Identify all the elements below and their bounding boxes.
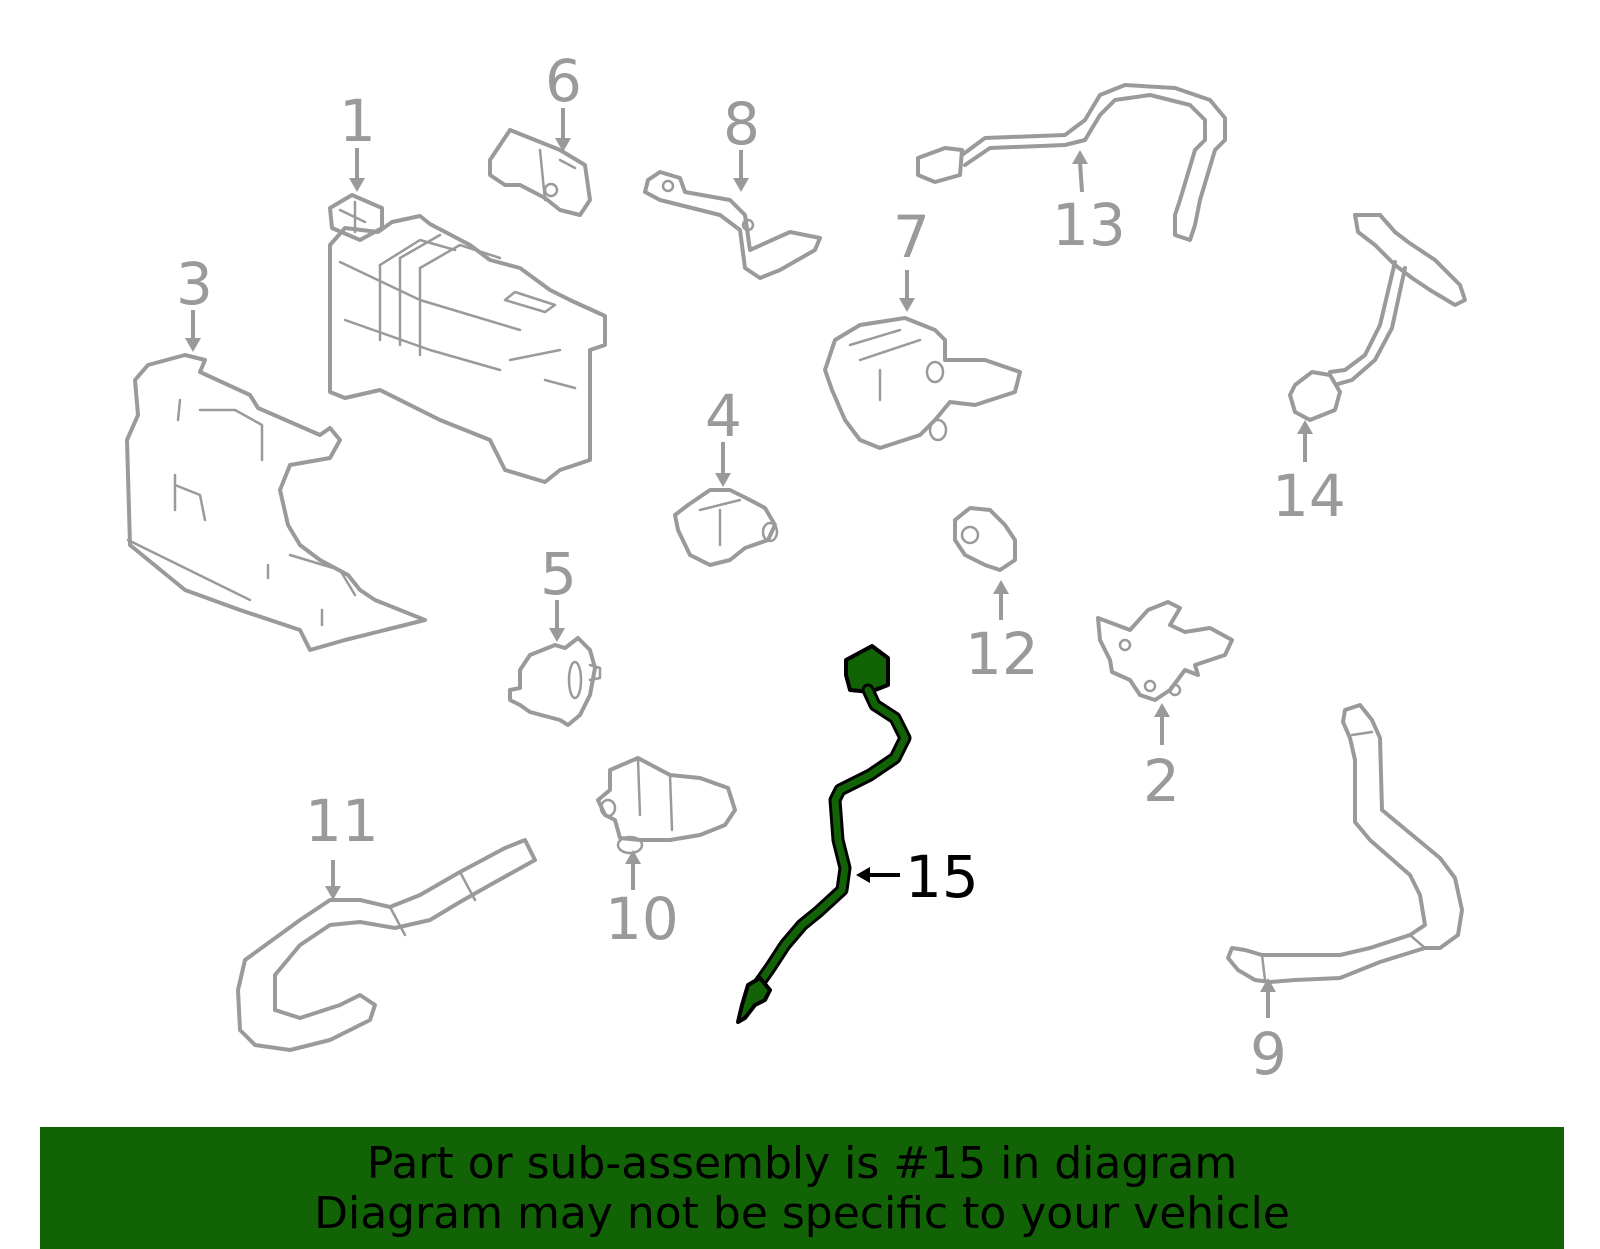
callout-label-9: 9 — [1250, 1020, 1287, 1088]
part-6-sensor[interactable] — [488, 128, 592, 217]
callout-label-7: 7 — [893, 203, 930, 271]
banner-line-part-number: Part or sub-assembly is #15 in diagram — [366, 1138, 1238, 1189]
callout-label-14: 14 — [1272, 462, 1346, 530]
callout-label-2: 2 — [1143, 747, 1180, 815]
info-banner: Part or sub-assembly is #15 in diagram D… — [40, 1127, 1564, 1249]
callout-label-15-highlighted: 15 — [905, 843, 979, 911]
callout-label-12: 12 — [965, 620, 1039, 688]
part-5-sensor[interactable] — [508, 636, 602, 727]
part-13-oxygen-sensor[interactable] — [916, 83, 1227, 242]
part-7-solenoid[interactable] — [823, 316, 1022, 450]
callout-label-4: 4 — [705, 382, 742, 450]
callout-label-6: 6 — [545, 47, 582, 115]
callout-label-11: 11 — [305, 787, 379, 855]
part-4-valve[interactable] — [673, 488, 779, 567]
part-15-oxygen-sensor-highlighted[interactable] — [736, 644, 912, 1024]
callout-label-5: 5 — [540, 540, 577, 608]
callout-label-3: 3 — [176, 250, 213, 318]
callout-label-10: 10 — [605, 885, 679, 953]
part-1-canister[interactable] — [328, 193, 607, 484]
part-11-hose[interactable] — [236, 838, 537, 1052]
part-8-bracket[interactable] — [643, 170, 822, 280]
part-14-oxygen-sensor[interactable] — [1288, 213, 1467, 422]
part-2-bracket[interactable] — [1096, 600, 1234, 702]
callout-label-13: 13 — [1052, 191, 1126, 259]
callout-label-1: 1 — [339, 87, 376, 155]
part-9-hose[interactable] — [1226, 703, 1464, 984]
part-12-knock-sensor[interactable] — [953, 506, 1017, 572]
part-10-purge-valve[interactable] — [596, 756, 737, 855]
callout-arrows — [185, 108, 1313, 1018]
callout-label-8: 8 — [723, 90, 760, 158]
banner-line-disclaimer: Diagram may not be specific to your vehi… — [314, 1188, 1290, 1239]
part-3-shield[interactable] — [125, 353, 427, 652]
